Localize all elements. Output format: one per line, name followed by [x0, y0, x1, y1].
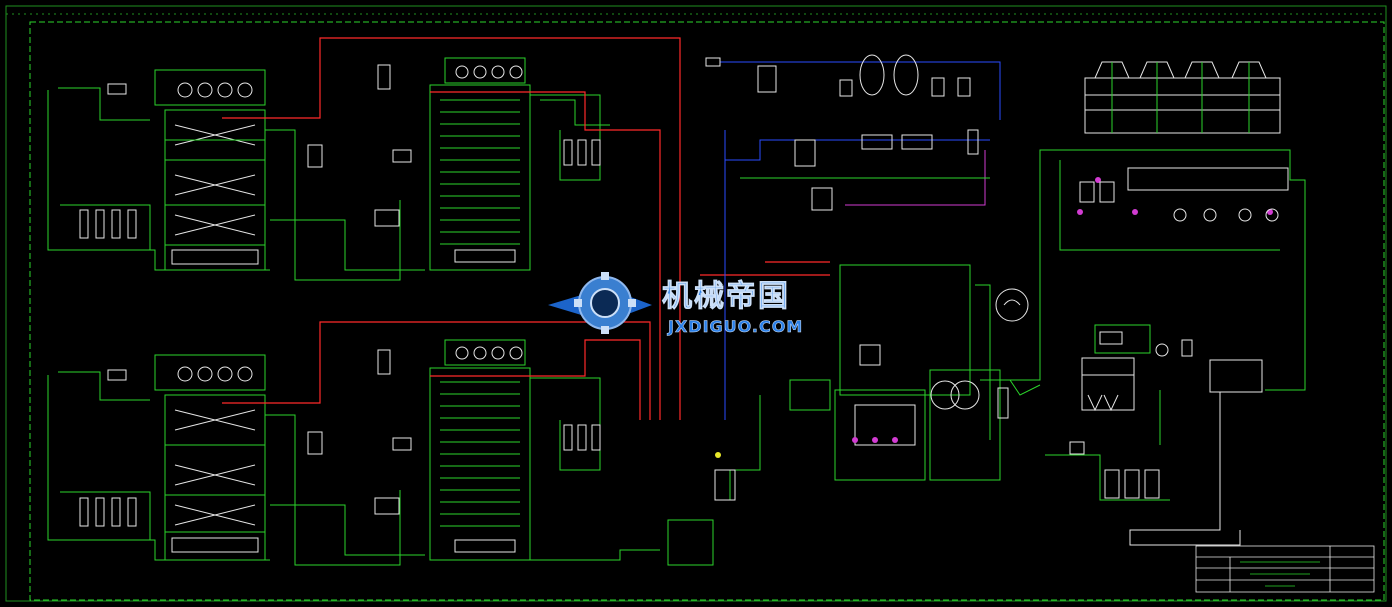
- drawing-frame: [5, 5, 1387, 602]
- watermark-title: 机械帝国: [662, 279, 790, 314]
- instrument-tags: [715, 177, 1273, 458]
- cooling-tower-bank: [1084, 61, 1281, 134]
- scrubber-unit: [1045, 324, 1263, 546]
- cooling-water-header: [1059, 149, 1306, 391]
- water-treatment-unit: [705, 54, 1001, 420]
- lower-left-column-unit: [47, 354, 425, 566]
- upper-right-column-unit: [377, 57, 610, 271]
- title-block: [1195, 545, 1375, 593]
- upper-left-column-unit: [47, 69, 425, 281]
- lower-right-column-unit: [377, 339, 660, 561]
- gear-wings-emblem: [548, 272, 652, 334]
- steam-lines: [222, 37, 830, 420]
- watermark-url: JXDIGUO.COM: [667, 317, 803, 336]
- watermark-logo: 机械帝国 JXDIGUO.COM: [548, 272, 803, 336]
- central-reaction-unit: [667, 149, 1080, 566]
